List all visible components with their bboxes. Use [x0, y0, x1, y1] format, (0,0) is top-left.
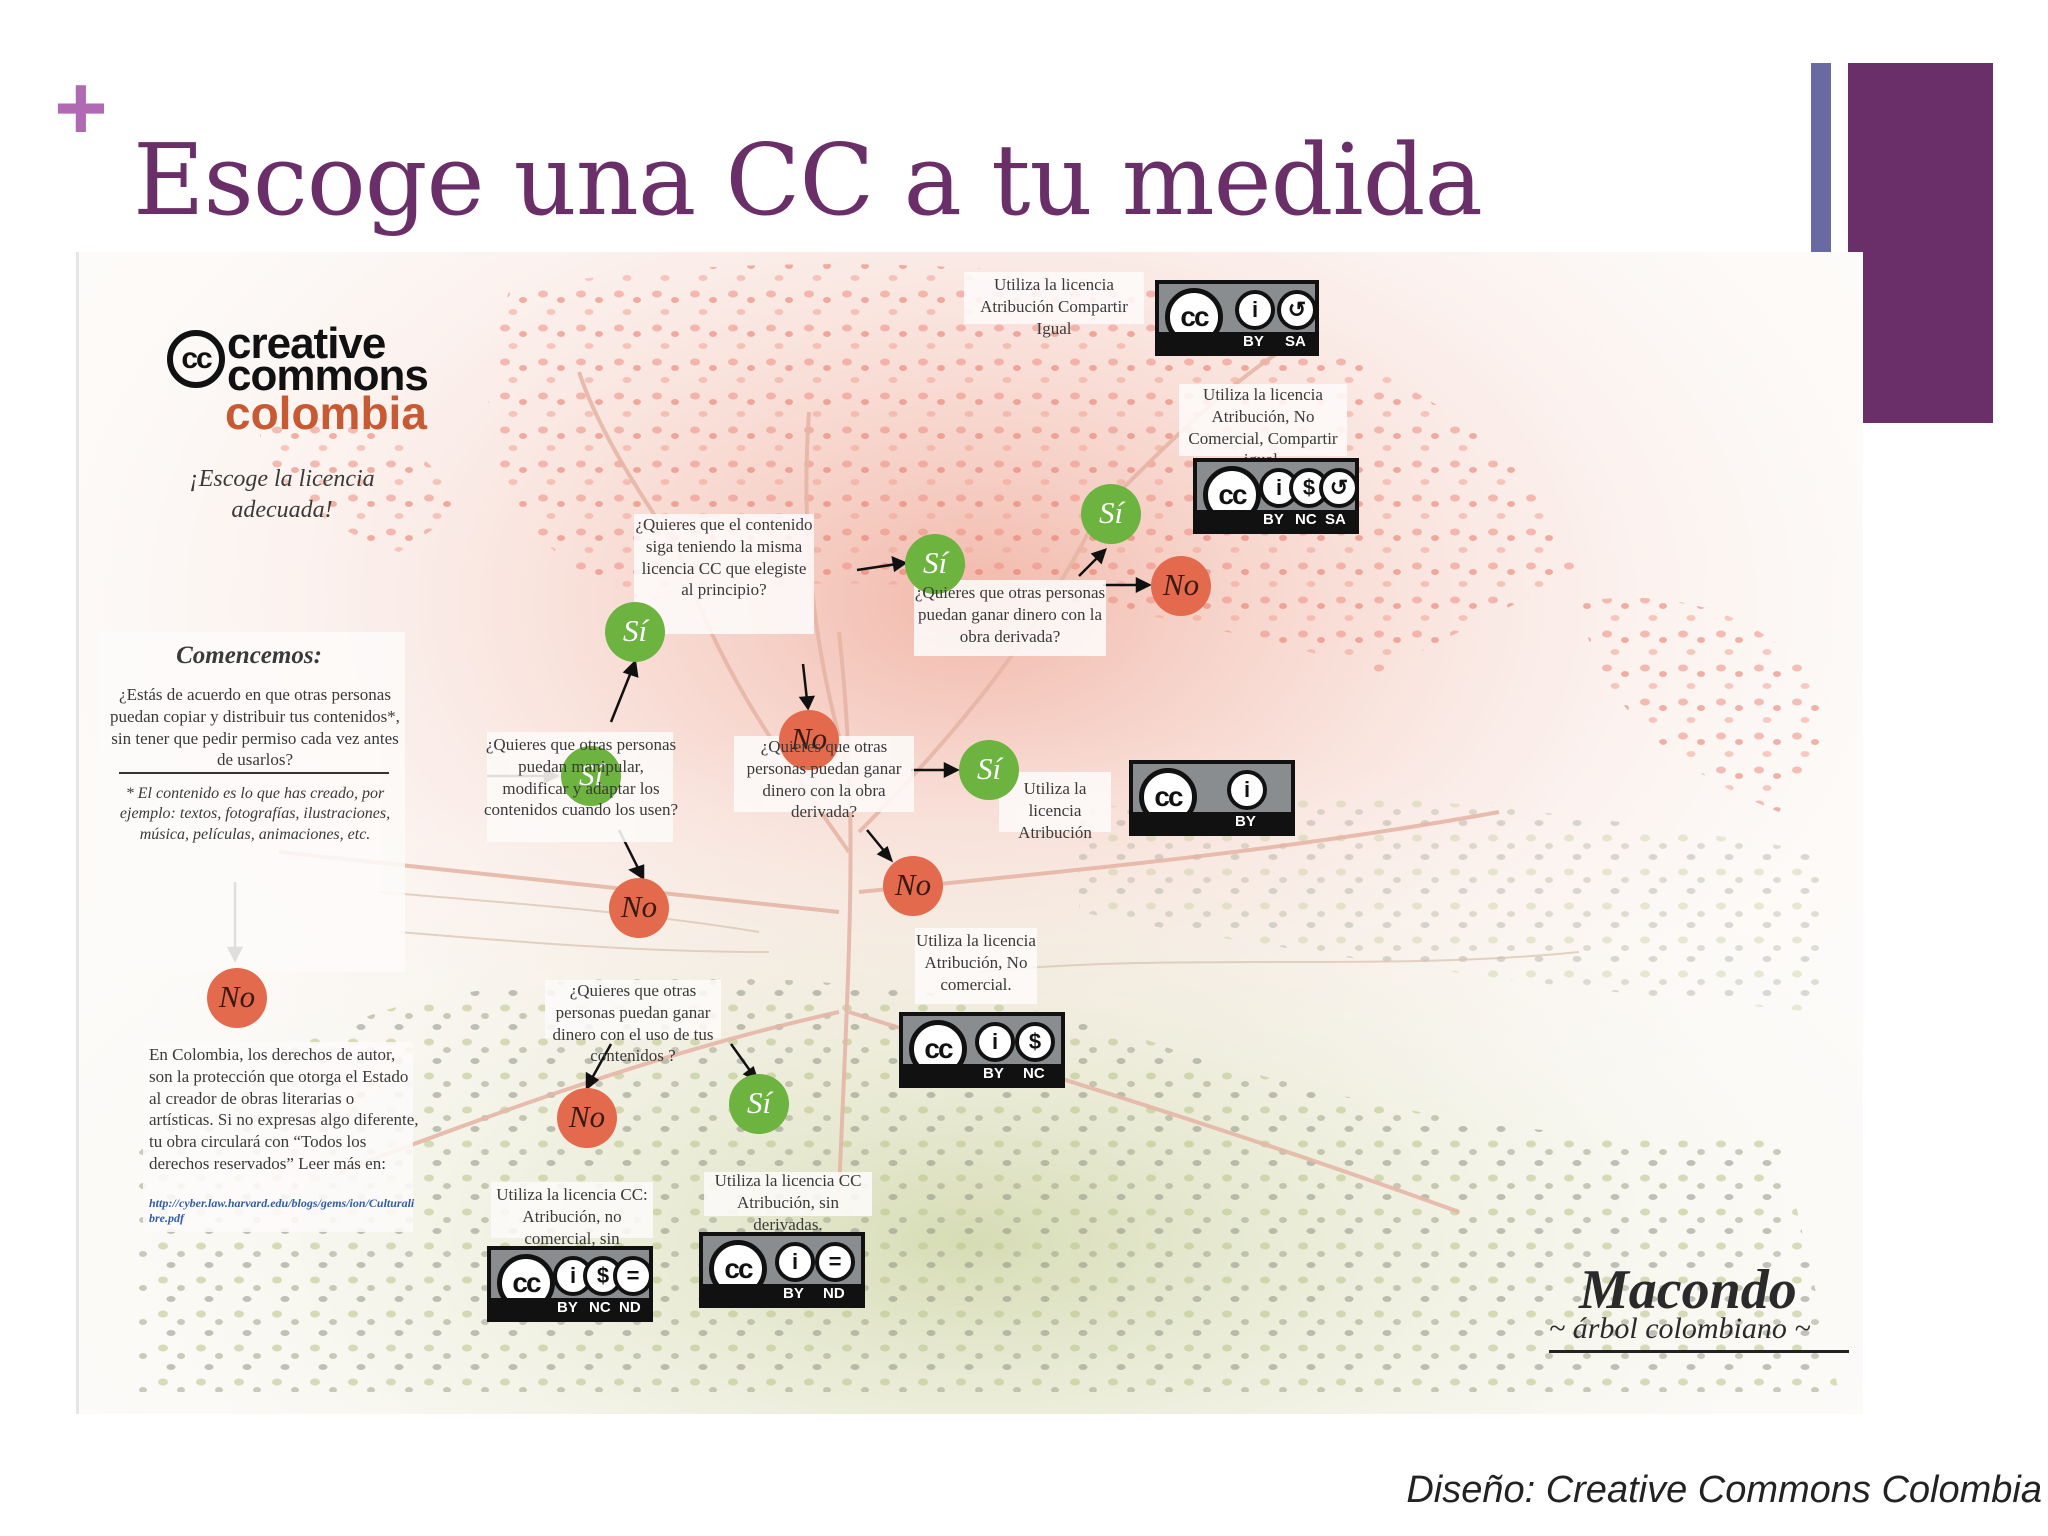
- badge-by-sa: cc i ↺ BY SA: [1155, 280, 1319, 356]
- cc-logo-icon: cc: [167, 330, 225, 388]
- badge-by-nd: cc i = BY ND: [699, 1232, 865, 1308]
- start-divider: [119, 772, 389, 774]
- question-same-license: ¿Quieres que el contenido siga teniendo …: [635, 515, 813, 600]
- start-heading: Comencemos:: [176, 642, 322, 669]
- badge-by-nc-sa: cc i $ ↺ BY NC SA: [1193, 458, 1359, 534]
- node-si-money-use: Sí: [729, 1074, 789, 1134]
- question-money-derived: ¿Quieres que otras personas puedan ganar…: [746, 737, 902, 822]
- attribution-icon: i: [1235, 290, 1275, 330]
- logo-commons: commons: [227, 351, 429, 400]
- start-question: ¿Estás de acuerdo en que otras personas …: [110, 685, 400, 770]
- share-alike-icon: ↺: [1319, 468, 1359, 508]
- share-alike-icon: ↺: [1277, 290, 1317, 330]
- node-si-money-derived-sa: Sí: [1081, 484, 1141, 544]
- node-no-money-derived: No: [883, 856, 943, 916]
- no-derivatives-icon: =: [613, 1256, 653, 1296]
- result-by-nc: Utiliza la licencia Atribución, No comer…: [916, 931, 1036, 994]
- node-no-same-license: No: [779, 710, 839, 770]
- badge-by-nc: cc i $ BY NC: [899, 1012, 1065, 1088]
- license-tree-poster: cc creative commons colombia ¡Escoge la …: [76, 252, 1863, 1414]
- node-no-modify: No: [609, 878, 669, 938]
- colombia-info: En Colombia, los derechos de autor, son …: [149, 1045, 419, 1173]
- logo-tagline: ¡Escoge la licencia adecuada!: [189, 466, 375, 523]
- result-by-sa: Utiliza la licencia Atribución Compartir…: [980, 275, 1128, 338]
- node-si-money-derived: Sí: [959, 740, 1019, 800]
- node-no-money-derived-sa: No: [1151, 556, 1211, 616]
- badge-by-nc-nd: cc i $ = BY NC ND: [487, 1246, 653, 1322]
- badge-by: cc i BY: [1129, 760, 1295, 836]
- colombia-link[interactable]: http://cyber.law.harvard.edu/blogs/gems/…: [149, 1196, 415, 1226]
- accent-bar-thin: [1811, 63, 1831, 253]
- slide-title: Escoge una CC a tu medida: [133, 124, 1483, 238]
- question-money-derived-sa: ¿Quieres que otras personas puedan ganar…: [914, 583, 1106, 646]
- node-si-same-license: Sí: [905, 534, 965, 594]
- signature-underline: [1549, 1350, 1849, 1353]
- result-by-nd: Utiliza la licencia CC Atribución, sin d…: [714, 1171, 862, 1234]
- accent-bar-thick: [1848, 63, 1993, 423]
- no-derivatives-icon: =: [815, 1242, 855, 1282]
- question-modify: ¿Quieres que otras personas puedan manip…: [483, 735, 679, 820]
- macondo-subtitle: ~ árbol colombiano ~: [1549, 1312, 1811, 1345]
- design-credit: Diseño: Creative Commons Colombia: [1406, 1469, 2042, 1511]
- attribution-icon: i: [775, 1242, 815, 1282]
- logo-creative: creative: [227, 319, 386, 368]
- node-no-money-use: No: [557, 1088, 617, 1148]
- non-commercial-icon: $: [1015, 1022, 1055, 1062]
- logo-colombia: colombia: [225, 387, 427, 439]
- attribution-icon: i: [975, 1022, 1015, 1062]
- plus-mark: +: [54, 57, 108, 159]
- node-no-start: No: [207, 968, 267, 1028]
- start-footnote: * El contenido es lo que has creado, por…: [119, 785, 391, 843]
- node-si-start: Sí: [561, 746, 621, 806]
- node-si-modify: Sí: [605, 602, 665, 662]
- question-money-use: ¿Quieres que otras personas puedan ganar…: [552, 981, 714, 1066]
- macondo-signature: Macondo: [1579, 1259, 1797, 1321]
- result-by: Utiliza la licencia Atribución: [1018, 779, 1092, 842]
- attribution-icon: i: [1227, 770, 1267, 810]
